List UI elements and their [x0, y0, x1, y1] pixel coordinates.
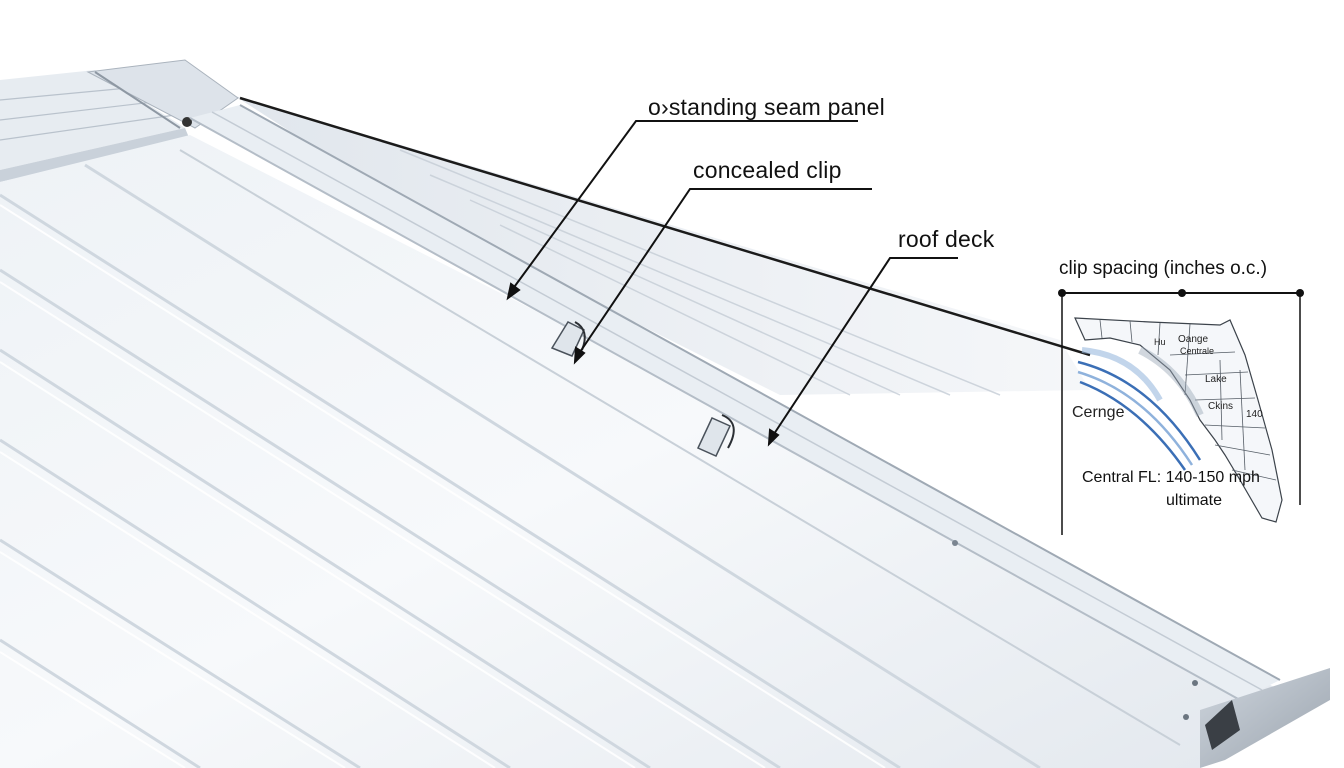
- wind-contours: [1077, 346, 1204, 471]
- concealed-clip-2: [696, 414, 735, 457]
- roof-deck-label: roof deck: [898, 226, 995, 252]
- standing-seam-panel-label: o›standing seam panel: [648, 94, 885, 120]
- callout-leaders: [506, 120, 958, 447]
- map-county-label: Centrale: [1180, 346, 1215, 356]
- fascia-edge: [1200, 668, 1330, 768]
- map-region-label: Cernge: [1072, 404, 1125, 421]
- inset-frame: [1058, 289, 1304, 535]
- map-county-label: Oange: [1178, 334, 1209, 345]
- wind-speed-caption-unit: ultimate: [1166, 492, 1223, 509]
- main-roof-panel: [0, 135, 1280, 768]
- inset-title: clip spacing (inches o.c.): [1059, 258, 1268, 279]
- ridge-cap: [0, 59, 239, 182]
- standing-seam-ribs: [179, 96, 1281, 746]
- florida-map: [1074, 317, 1283, 523]
- concealed-clip-label: concealed clip: [693, 157, 842, 183]
- map-county-label: Hu: [1154, 337, 1166, 347]
- wind-speed-caption: Central FL: 140-150 mph: [1082, 469, 1260, 486]
- background-roof-panel: [235, 96, 1090, 396]
- map-county-label: 140: [1246, 409, 1263, 420]
- map-county-label: Lake: [1205, 374, 1227, 385]
- map-county-label: Ckins: [1208, 401, 1234, 412]
